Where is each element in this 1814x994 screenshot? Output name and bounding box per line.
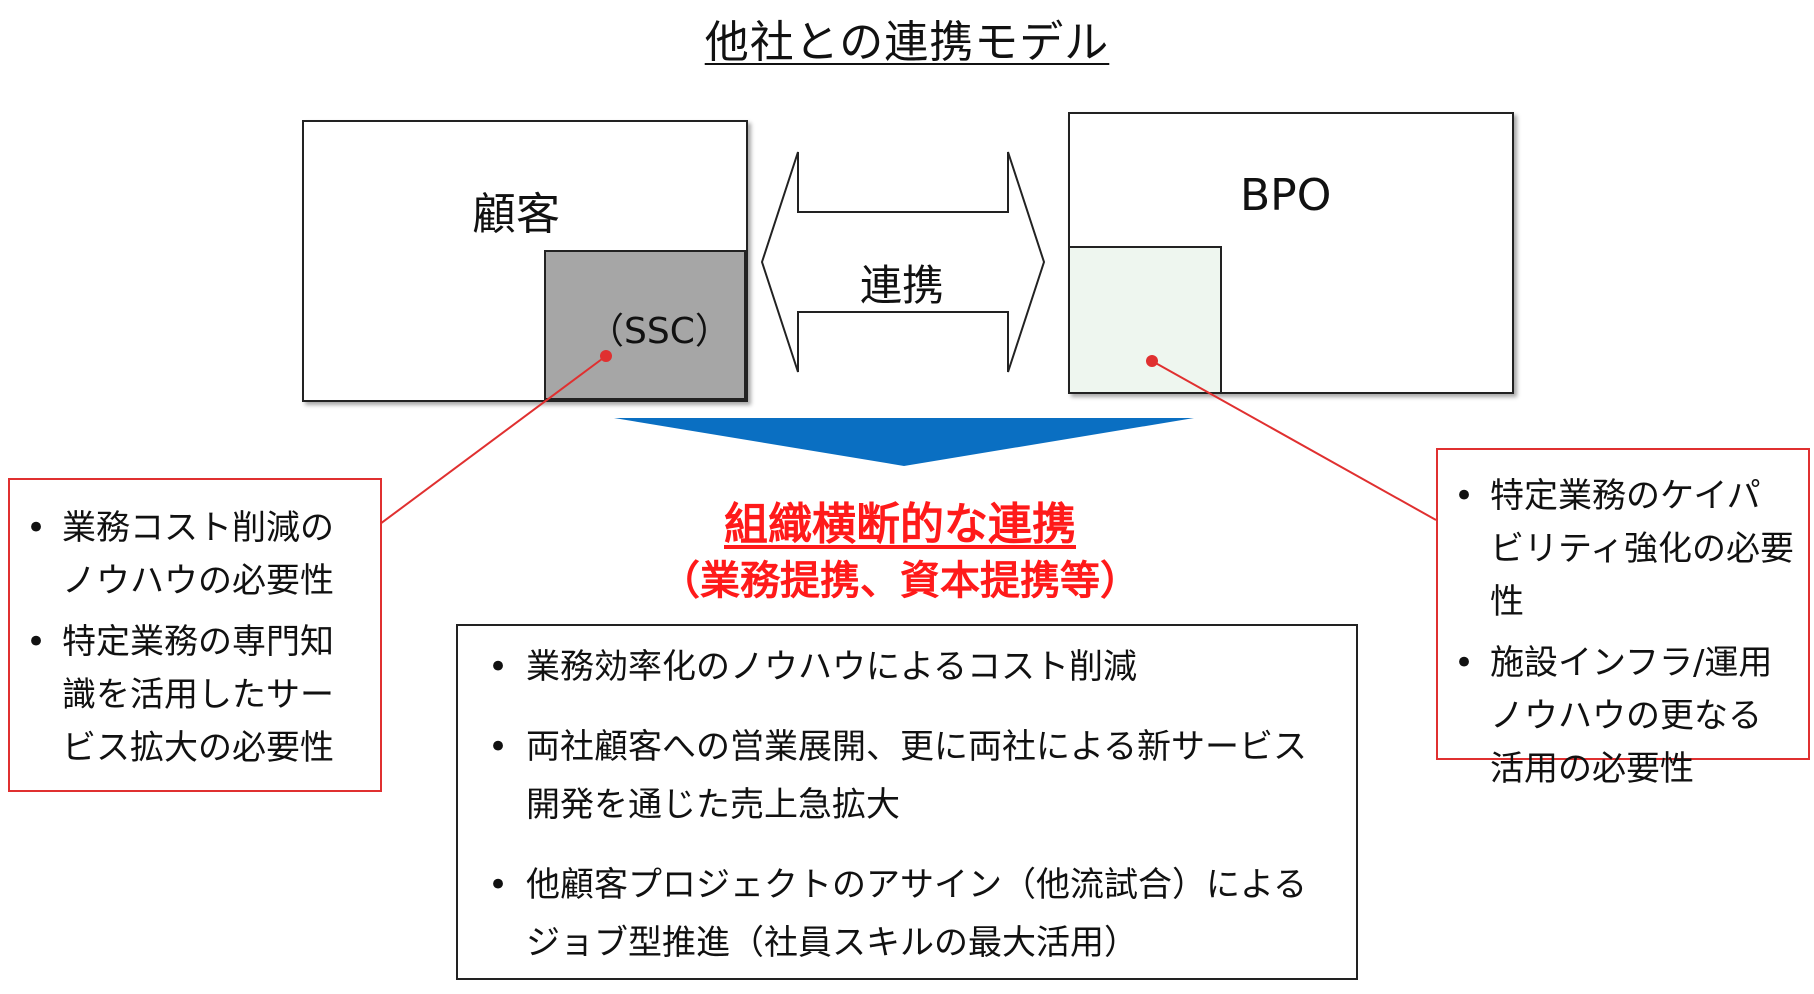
bullet-icon: •	[1454, 643, 1475, 683]
customer-needs-list: •業務コスト削減のノウハウの必要性 •特定業務の専門知識を活用したサービス拡大の…	[14, 502, 366, 783]
list-item: •両社顧客への営業展開、更に両社による新サービス開発を通じた売上急拡大	[478, 718, 1338, 834]
list-item: •業務効率化のノウハウによるコスト削減	[478, 638, 1338, 696]
collaboration-subtitle: （業務提携、資本提携等）	[660, 558, 1140, 604]
bpo-needs-list: •特定業務のケイパビリティ強化の必要性 •施設インフラ/運用ノウハウの更なる活用…	[1442, 470, 1794, 804]
ssc-label: （SSC）	[588, 311, 731, 352]
bpo-needs-callout	[1436, 448, 1810, 760]
bpo-label: BPO	[1240, 170, 1332, 221]
benefits-list: •業務効率化のノウハウによるコスト削減 •両社顧客への営業展開、更に両社による新…	[478, 638, 1338, 994]
collaboration-title: 組織横断的な連携	[724, 499, 1076, 550]
customer-callout-dot	[600, 350, 612, 362]
down-arrow-icon	[614, 418, 1194, 466]
bullet-icon: •	[26, 622, 47, 662]
list-item: •施設インフラ/運用ノウハウの更なる活用の必要性	[1442, 637, 1794, 796]
customer-needs-callout	[8, 478, 382, 792]
link-label: 連携	[860, 261, 945, 310]
bpo-callout-line	[1151, 360, 1437, 521]
bpo-capability-box	[1068, 246, 1222, 394]
bullet-icon: •	[488, 727, 509, 767]
bullet-icon: •	[1454, 476, 1475, 516]
list-item: •他顧客プロジェクトのアサイン（他流試合）によるジョブ型推進（社員スキルの最大活…	[478, 856, 1338, 972]
list-item: •特定業務のケイパビリティ強化の必要性	[1442, 470, 1794, 629]
list-item: •特定業務の専門知識を活用したサービス拡大の必要性	[14, 616, 366, 775]
double-arrow-icon	[760, 151, 1046, 373]
page-title: 他社との連携モデル	[704, 17, 1110, 68]
bullet-icon: •	[26, 508, 47, 548]
customer-callout-line	[379, 355, 607, 525]
list-item: •業務コスト削減のノウハウの必要性	[14, 502, 366, 608]
ssc-box	[544, 250, 746, 400]
benefits-box	[456, 624, 1358, 980]
bpo-callout-dot	[1146, 355, 1158, 367]
bullet-icon: •	[488, 647, 509, 687]
customer-label: 顧客	[472, 189, 560, 240]
bullet-icon: •	[488, 865, 509, 905]
